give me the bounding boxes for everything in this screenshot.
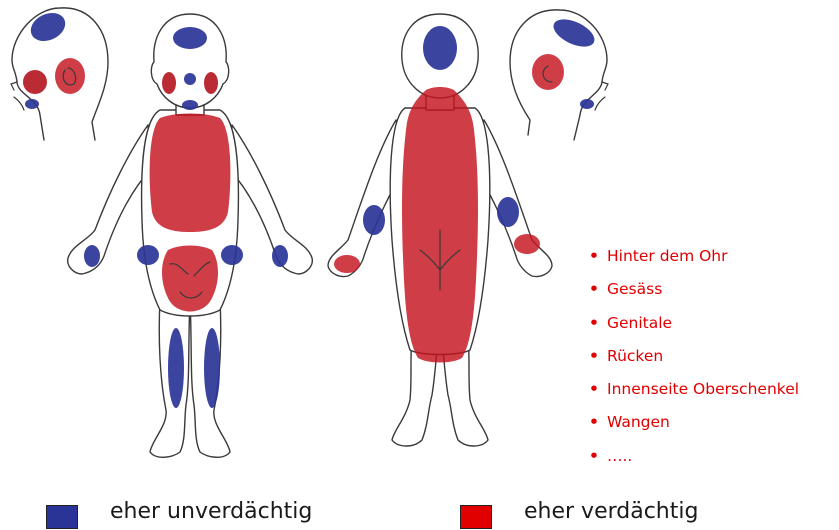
safe-zone-chin-front	[182, 100, 198, 110]
list-item: •Hinter dem Ohr	[589, 244, 799, 277]
safe-zone-hand-right	[272, 245, 288, 267]
suspicious-zone-hand-back-right	[514, 234, 540, 254]
list-item: •Gesäss	[589, 277, 799, 310]
safe-zone-chin-left	[25, 99, 39, 109]
list-item-text: Genitale	[607, 314, 672, 332]
safe-zone-nose-front	[184, 73, 196, 85]
list-item-text: Hinter dem Ohr	[607, 247, 728, 265]
safe-zone-shin-left	[168, 328, 184, 408]
safe-zone-shin-right	[204, 328, 220, 408]
safe-zone-hip-right	[221, 245, 243, 265]
list-item-text: Innenseite Oberschenkel	[607, 380, 799, 398]
list-item-text: Rücken	[607, 347, 663, 365]
suspicious-zone-back	[402, 87, 478, 363]
legend-label-suspicious: eher verdächtig	[524, 499, 698, 524]
suspicious-zone-cheek-front-left	[162, 72, 176, 94]
list-item: •Innenseite Oberschenkel	[589, 377, 799, 410]
safe-zone-elbow-right	[497, 197, 519, 227]
safe-zone-chin-right	[580, 99, 594, 109]
safe-zone-forehead-front	[173, 27, 207, 49]
suspicious-zone-cheek-left	[23, 70, 47, 94]
list-item: •…..	[589, 444, 799, 477]
list-item-text: …..	[607, 447, 632, 465]
list-bullet: •	[589, 444, 607, 468]
suspicious-zone-genital	[162, 246, 218, 312]
list-item: •Genitale	[589, 311, 799, 344]
list-item-text: Wangen	[607, 413, 670, 431]
safe-zone-hip-left	[137, 245, 159, 265]
list-bullet: •	[589, 277, 607, 301]
head-side-left	[11, 8, 108, 140]
safe-zone-hand-left	[84, 245, 100, 267]
safe-zone-occiput	[423, 26, 457, 70]
suspicious-zone-behind-ear-left	[55, 58, 85, 94]
suspicious-zone-cheek-front-right	[204, 72, 218, 94]
list-bullet: •	[589, 377, 607, 401]
list-bullet: •	[589, 311, 607, 335]
list-bullet: •	[589, 344, 607, 368]
list-item-text: Gesäss	[607, 280, 662, 298]
legend-label-safe: eher unverdächtig	[110, 499, 312, 524]
list-bullet: •	[589, 410, 607, 434]
legend-swatch-suspicious	[460, 505, 492, 529]
list-item: •Wangen	[589, 410, 799, 443]
suspicious-zone-hand-back-left	[334, 255, 360, 273]
safe-zone-elbow-left	[363, 205, 385, 235]
legend-swatch-safe	[46, 505, 78, 529]
head-side-right	[510, 10, 608, 140]
suspicious-zone-behind-ear-right	[532, 54, 564, 90]
suspicious-zone-trunk-front	[150, 114, 231, 233]
suspicious-sites-list: •Hinter dem Ohr •Gesäss •Genitale •Rücke…	[589, 244, 799, 477]
list-bullet: •	[589, 244, 607, 268]
list-item: •Rücken	[589, 344, 799, 377]
